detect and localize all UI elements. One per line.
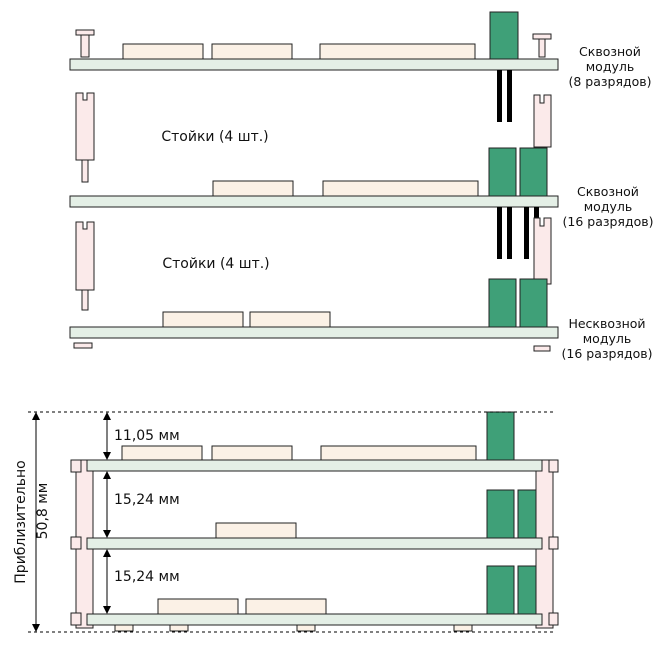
module-3-label-line-2: модуль [583, 331, 631, 346]
module-2-label-line-3: (16 разрядов) [563, 214, 654, 229]
total-height-label-line-2: 50,8 мм [35, 483, 51, 540]
module-2-label-line-1: Сквозной [577, 184, 639, 199]
arrow-head-down [32, 624, 40, 632]
module-3-label-line-3: (16 разрядов) [562, 346, 653, 361]
dimension-2-label: 15,24 мм [114, 492, 180, 508]
top-screw-right [532, 33, 552, 40]
standoff [75, 221, 95, 291]
module-2-label-line-2: модуль [584, 199, 632, 214]
underside-tab [453, 624, 473, 632]
arrow-head-down [103, 452, 111, 460]
standoff-thread [81, 159, 89, 183]
arrow-head-up [103, 471, 111, 479]
nut [73, 342, 93, 349]
chip [121, 445, 203, 461]
connector-pins [497, 207, 502, 259]
connector-16bit-b [517, 565, 537, 615]
chip [320, 445, 477, 461]
standoffs-1 [75, 92, 552, 183]
connector-16bit-b [519, 147, 548, 197]
connector-pins [507, 70, 512, 122]
module-1-label-line-1: Сквозной [579, 44, 641, 59]
standoffs-2 [75, 217, 552, 311]
connector-8bit [486, 411, 515, 461]
arrow-head-down [103, 606, 111, 614]
module-3 [69, 278, 559, 352]
standoffs-2-label: Стойки (4 шт.) [162, 256, 269, 272]
chip [322, 180, 479, 197]
connector-pins [534, 207, 539, 221]
circuit-board [86, 613, 543, 626]
total-height-label-line-1: Приблизительно [13, 460, 29, 583]
module-1-label-line-2: модуль [586, 59, 634, 74]
chip [211, 43, 293, 60]
underside-tab [114, 624, 134, 632]
nut [548, 612, 559, 626]
circuit-board [69, 326, 559, 339]
connector-16bit-b [517, 489, 537, 539]
circuit-board [86, 537, 543, 550]
chip [249, 311, 331, 328]
module-1 [69, 11, 559, 122]
standoff-thread [81, 289, 89, 311]
connector-pins [497, 70, 502, 122]
module-1-label-line-3: (8 разрядов) [568, 74, 651, 89]
underside-tab [296, 624, 316, 632]
connector-16bit-a [488, 147, 517, 197]
chip [162, 311, 244, 328]
connector-16bit-b [519, 278, 548, 328]
arrow-head-up [103, 412, 111, 420]
nut [548, 536, 559, 550]
arrow-head-up [32, 412, 40, 420]
connector-16bit-a [488, 278, 517, 328]
chip [215, 522, 297, 539]
standoff [533, 217, 552, 285]
arrow-head-down [103, 530, 111, 538]
chip [245, 598, 327, 615]
standoff [533, 94, 552, 148]
top-screw-left-shaft [80, 34, 90, 58]
nut [533, 345, 551, 352]
standoffs-1-label: Стойки (4 шт.) [161, 129, 268, 145]
top-screw-left [75, 29, 95, 36]
screw-head [70, 459, 82, 473]
top-screw-right-shaft [538, 38, 546, 58]
connector-16bit-a [486, 489, 515, 539]
underside-tab [169, 624, 189, 632]
chip [319, 43, 476, 60]
chip [122, 43, 204, 60]
screw-head [548, 459, 559, 473]
nut [70, 536, 82, 550]
assembled-view: 11,05 мм 15,24 мм 15,24 мм Приблизительн… [13, 411, 559, 633]
connector-8bit [489, 11, 519, 60]
connector-16bit-a [486, 565, 515, 615]
circuit-board [69, 195, 559, 208]
dimension-3-label: 15,24 мм [114, 569, 180, 585]
circuit-board [69, 58, 559, 71]
dimension-1-label: 11,05 мм [114, 428, 180, 444]
chip [212, 180, 294, 197]
module-3-label-line-1: Несквозной [568, 316, 645, 331]
connector-pins [524, 207, 529, 259]
chip [211, 445, 293, 461]
standoff [75, 92, 95, 161]
nut [70, 612, 82, 626]
chip [157, 598, 239, 615]
module-2 [69, 147, 559, 259]
exploded-view: Сквозной модуль (8 разрядов) Стойки (4 ш… [69, 11, 654, 361]
circuit-board [86, 459, 543, 472]
arrow-head-up [103, 549, 111, 557]
connector-pins [507, 207, 512, 259]
